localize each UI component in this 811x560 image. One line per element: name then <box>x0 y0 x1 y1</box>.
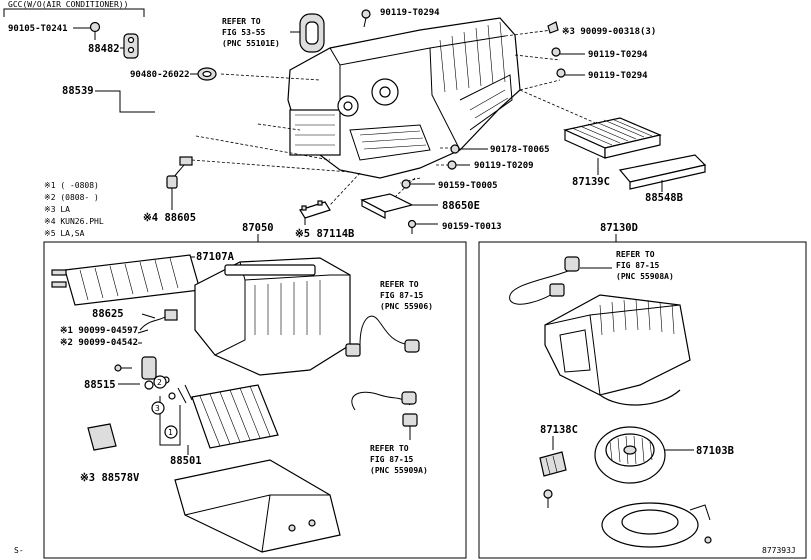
screw-87138c-icon <box>543 489 553 508</box>
label-90099-a: ※3 90099-00318(3) <box>562 27 656 37</box>
svg-text:FIG 87-15: FIG 87-15 <box>380 291 424 300</box>
hose-88539-icon <box>158 96 260 137</box>
label-88548b: 88548B <box>645 192 683 204</box>
actuator-harness-2-icon <box>351 391 418 427</box>
screw-90159-b-icon <box>407 219 417 234</box>
cover-88548b-icon <box>618 154 707 190</box>
valve-88515-icon <box>141 356 157 390</box>
blower-cover-icon <box>601 502 712 548</box>
refer-to-fig-87-15-55906[interactable]: REFER TO FIG 87-15 (PNC 55906) <box>380 280 433 311</box>
blower-case-icon <box>544 294 691 406</box>
screw-90119-b-icon <box>551 47 561 57</box>
note-3: ※3 LA <box>44 205 70 214</box>
label-90099-b: ※1 90099-04597 <box>60 326 138 336</box>
lower-case-icon <box>174 459 341 553</box>
screw-90159-a-icon <box>401 179 411 189</box>
bracket-88650e-icon <box>360 193 414 219</box>
evaporator-88501-icon <box>177 384 279 449</box>
svg-text:1: 1 <box>168 428 173 437</box>
note-5: ※5 LA,SA <box>44 229 85 238</box>
label-90119-b: 90119-T0294 <box>588 50 648 60</box>
sensor-88625-icon <box>139 309 178 331</box>
heater-unit-assembly-icon <box>287 17 521 179</box>
label-88605: ※4 88605 <box>143 212 196 224</box>
callout-3: 3 <box>151 401 165 415</box>
screw-90119-d-icon <box>447 160 457 170</box>
label-90105: 90105-T0241 <box>8 24 68 34</box>
gcc-bracket <box>3 8 145 17</box>
label-90099-c: ※2 90099-04542 <box>60 338 138 348</box>
label-90119-a: 90119-T0294 <box>380 8 440 18</box>
label-87138c: 87138C <box>540 424 578 436</box>
actuator-harness-1-icon <box>345 315 420 357</box>
label-88650e: 88650E <box>442 200 480 212</box>
screw-90119-a-icon <box>361 9 371 28</box>
label-88625: 88625 <box>92 308 124 320</box>
label-87103b: 87103B <box>696 445 734 457</box>
svg-text:REFER TO: REFER TO <box>370 444 409 453</box>
svg-text:REFER TO: REFER TO <box>222 17 261 26</box>
blower-harness-icon <box>509 256 580 305</box>
svg-text:3: 3 <box>155 404 160 413</box>
refer-to-fig-53-55[interactable]: REFER TO FIG 53-55 (PNC 55101E) <box>222 17 280 48</box>
callout-1: 1 <box>164 425 178 439</box>
label-87107a: 87107A <box>196 251 235 263</box>
harness-88605-icon <box>166 156 193 191</box>
option-notes: ※1 ( -0808) ※2 (0808- ) ※3 LA ※4 KUN26.P… <box>44 181 104 238</box>
screw-90099-bc-icon <box>114 364 132 372</box>
label-87114b: ※5 87114B <box>295 228 354 240</box>
resistor-87138c-icon <box>539 451 567 477</box>
blower-motor-87103b-icon <box>594 426 666 484</box>
svg-text:FIG 87-15: FIG 87-15 <box>616 261 660 270</box>
vent-duct-icon <box>299 13 325 53</box>
heater-core-87107a-icon <box>51 254 201 306</box>
label-90178: 90178-T0065 <box>490 145 550 155</box>
callout-2: 2 <box>153 375 167 389</box>
label-88539: 88539 <box>62 85 94 97</box>
svg-text:(PNC 55909A): (PNC 55909A) <box>370 466 428 475</box>
diagram-code: 877393J <box>762 546 796 555</box>
label-88501: 88501 <box>170 455 202 467</box>
label-90159-a: 90159-T0005 <box>438 181 498 191</box>
refer-to-fig-87-15-55909a[interactable]: REFER TO FIG 87-15 (PNC 55909A) <box>370 444 428 475</box>
screw-90119-c-icon <box>556 68 566 78</box>
label-87050: 87050 <box>242 222 274 234</box>
gcc-note: GCC(W/O(AIR CONDITIONER)) <box>8 0 128 9</box>
screw-90105-icon <box>89 21 101 40</box>
screw-90099-icon <box>547 21 559 34</box>
assembly-87050-box <box>43 241 467 559</box>
label-90119-d: 90119-T0209 <box>474 161 534 171</box>
label-88515: 88515 <box>84 379 116 391</box>
svg-text:(PNC 55906): (PNC 55906) <box>380 302 433 311</box>
svg-text:REFER TO: REFER TO <box>380 280 419 289</box>
svg-text:2: 2 <box>157 378 162 387</box>
note-1: ※1 ( -0808) <box>44 181 99 190</box>
seal-87114b-icon <box>299 200 331 219</box>
screw-90178-icon <box>450 144 460 154</box>
filter-87139c-icon <box>563 117 662 159</box>
label-90480: 90480-26022 <box>130 70 190 80</box>
refer-to-fig-87-15-55908a[interactable]: REFER TO FIG 87-15 (PNC 55908A) <box>616 250 674 281</box>
footer-left: S- <box>14 546 24 555</box>
svg-text:REFER TO: REFER TO <box>616 250 655 259</box>
svg-text:(PNC 55908A): (PNC 55908A) <box>616 272 674 281</box>
label-90159-b: 90159-T0013 <box>442 222 502 232</box>
svg-text:FIG 87-15: FIG 87-15 <box>370 455 414 464</box>
label-88578v: ※3 88578V <box>80 472 140 484</box>
svg-text:(PNC 55101E): (PNC 55101E) <box>222 39 280 48</box>
bracket-88482-icon <box>123 33 139 59</box>
assembly-87130d-box <box>478 241 807 559</box>
note-2: ※2 (0808- ) <box>44 193 99 202</box>
heater-case-87050-icon <box>194 257 351 376</box>
label-87130d: 87130D <box>600 222 638 234</box>
pad-88578v-icon <box>87 423 117 451</box>
label-88482: 88482 <box>88 43 120 55</box>
label-90119-c: 90119-T0294 <box>588 71 648 81</box>
note-4: ※4 KUN26.PHL <box>44 217 104 226</box>
label-87139c: 87139C <box>572 176 610 188</box>
svg-text:FIG 53-55: FIG 53-55 <box>222 28 266 37</box>
grommet-90480-icon <box>197 67 217 81</box>
